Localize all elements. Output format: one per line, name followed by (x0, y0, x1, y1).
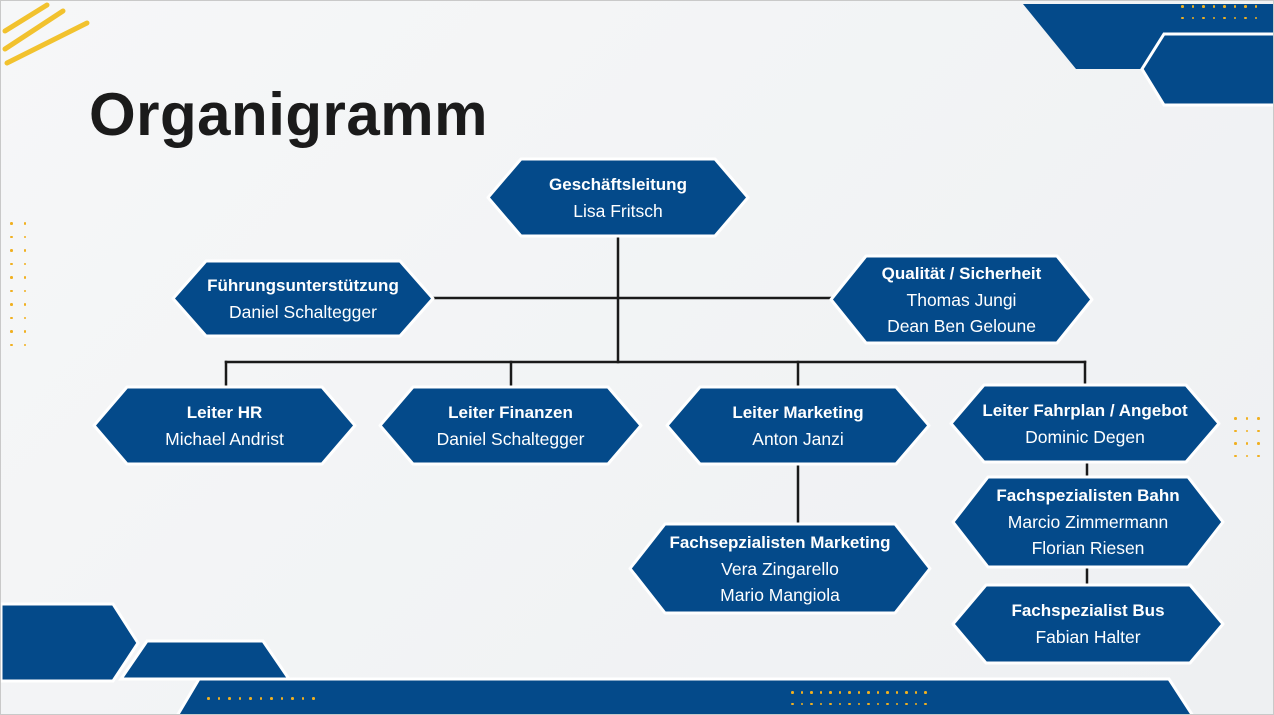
node-finance: Leiter Finanzen Daniel Schaltegger (378, 385, 643, 466)
dot-grid-right (1234, 417, 1260, 457)
node-rail-specialists-person-1: Marcio Zimmermann (1007, 512, 1169, 532)
node-ceo-title: Geschäftsleitung (549, 174, 687, 194)
node-support-person: Daniel Schaltegger (229, 301, 377, 322)
dot-grid-left (10, 222, 26, 346)
bottom-band (176, 677, 1194, 714)
node-support: Führungsunterstützung Daniel Schaltegger (171, 259, 435, 338)
node-marketing-specialists-person-2: Mario Mangiola (720, 584, 840, 605)
node-quality-title: Qualität / Sicherheit (881, 263, 1042, 283)
bottom-left-shape-1 (1, 602, 140, 683)
node-rail-specialists: Fachspezialisten Bahn Marcio Zimmermann … (951, 475, 1225, 569)
yellow-scribble (2, 2, 90, 66)
node-marketing-specialists-person-1: Vera Zingarello (721, 558, 839, 579)
node-hr: Leiter HR Michael Andrist (92, 385, 357, 466)
node-rail-specialists-person-2: Florian Riesen (1031, 538, 1145, 558)
node-bus-specialist-title: Fachspezialist Bus (1011, 601, 1165, 620)
node-ceo: Geschäftsleitung Lisa Fritsch (486, 157, 750, 238)
node-finance-title: Leiter Finanzen (448, 402, 573, 422)
node-marketing-title: Leiter Marketing (732, 402, 864, 422)
node-quality: Qualität / Sicherheit Thomas Jungi Dean … (829, 254, 1094, 345)
node-quality-person-2: Dean Ben Geloune (887, 315, 1036, 336)
node-timetable-title: Leiter Fahrplan / Angebot (982, 400, 1188, 420)
node-bus-specialist-person: Fabian Halter (1035, 627, 1141, 647)
node-ceo-person: Lisa Fritsch (573, 200, 663, 221)
node-marketing: Leiter Marketing Anton Janzi (665, 385, 931, 466)
node-marketing-specialists: Fachsepzialisten Marketing Vera Zingarel… (628, 522, 932, 615)
node-finance-person: Daniel Schaltegger (436, 428, 585, 449)
node-timetable: Leiter Fahrplan / Angebot Dominic Degen (949, 383, 1221, 464)
node-rail-specialists-title: Fachspezialisten Bahn (996, 486, 1180, 505)
node-timetable-person: Dominic Degen (1025, 426, 1145, 447)
node-hr-title: Leiter HR (186, 402, 263, 422)
node-marketing-specialists-title: Fachsepzialisten Marketing (669, 532, 891, 552)
node-bus-specialist: Fachspezialist Bus Fabian Halter (951, 583, 1225, 665)
node-hr-person: Michael Andrist (165, 428, 284, 449)
top-right-shape-2 (1140, 32, 1273, 107)
node-support-title: Führungsunterstützung (207, 275, 399, 295)
dot-grid-top-right (1181, 5, 1257, 19)
page-title: Organigramm (89, 81, 488, 148)
dot-grid-bottom-right (791, 691, 927, 705)
node-marketing-person: Anton Janzi (752, 428, 844, 449)
dot-grid-bottom-left (207, 697, 315, 700)
node-quality-person-1: Thomas Jungi (906, 289, 1017, 310)
